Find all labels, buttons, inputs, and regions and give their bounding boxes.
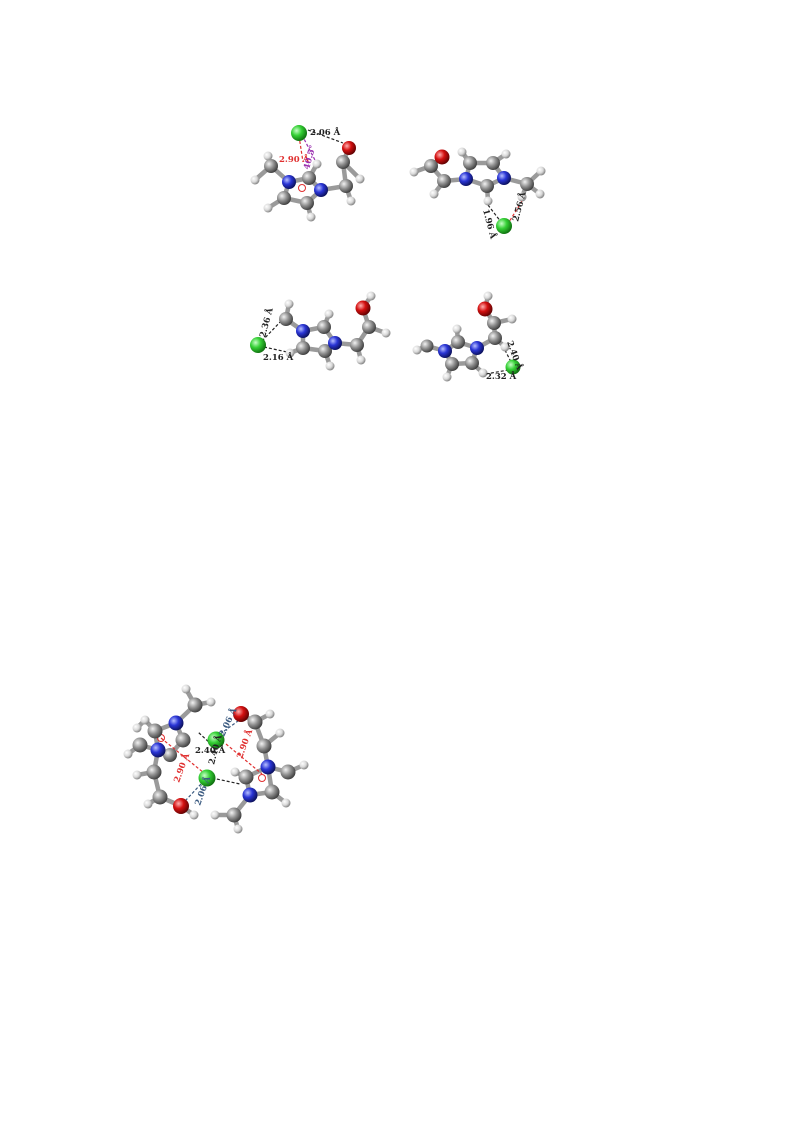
interaction-lines: [261, 318, 288, 353]
atoms: [250, 291, 391, 371]
structure-3: 2.36 Å 2.16 Å: [250, 291, 391, 371]
interaction-lines: [298, 129, 344, 192]
atoms: [412, 291, 521, 382]
label-d1: 2.06 Å: [310, 126, 341, 138]
label-d1: 2.36 Å: [256, 306, 276, 339]
label-d2: 2.90 Å: [279, 153, 310, 165]
structure-4: 2.40 Å 2.32 Å: [412, 291, 526, 382]
interaction-lines: [157, 720, 266, 801]
atoms: [409, 147, 546, 234]
structure-5: 2.06 Å 2.40 Å 2.90 Å 2.90 Å 2.40 Å 2.06 …: [123, 684, 309, 834]
atoms: [250, 125, 365, 222]
label-d2: 2.40 Å: [195, 744, 226, 756]
atoms: [123, 684, 309, 834]
interaction-lines: [485, 349, 512, 375]
label-d2: 2.56 Å: [509, 190, 529, 223]
structure-2: 1.96 Å 2.56 Å: [409, 147, 546, 240]
label-d2: 2.32 Å: [486, 370, 517, 382]
label-d6: 2.06 Å: [192, 774, 214, 807]
label-d4: 2.90 Å: [234, 727, 256, 760]
structure-1: 2.06 Å 2.90 Å 40.5°: [250, 125, 365, 222]
label-d2: 2.16 Å: [263, 351, 294, 363]
interaction-lines: [487, 200, 523, 223]
